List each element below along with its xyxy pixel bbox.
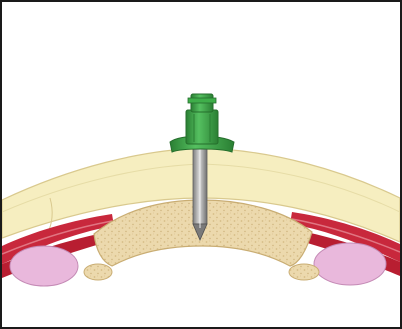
fat-pad-left [10,246,78,286]
intraosseous-needle-diagram [2,2,400,327]
needle-hub [170,94,234,152]
fat-pad-right [314,243,386,285]
bone-fragment-right [289,264,319,280]
bone-fragment-left [84,264,112,280]
